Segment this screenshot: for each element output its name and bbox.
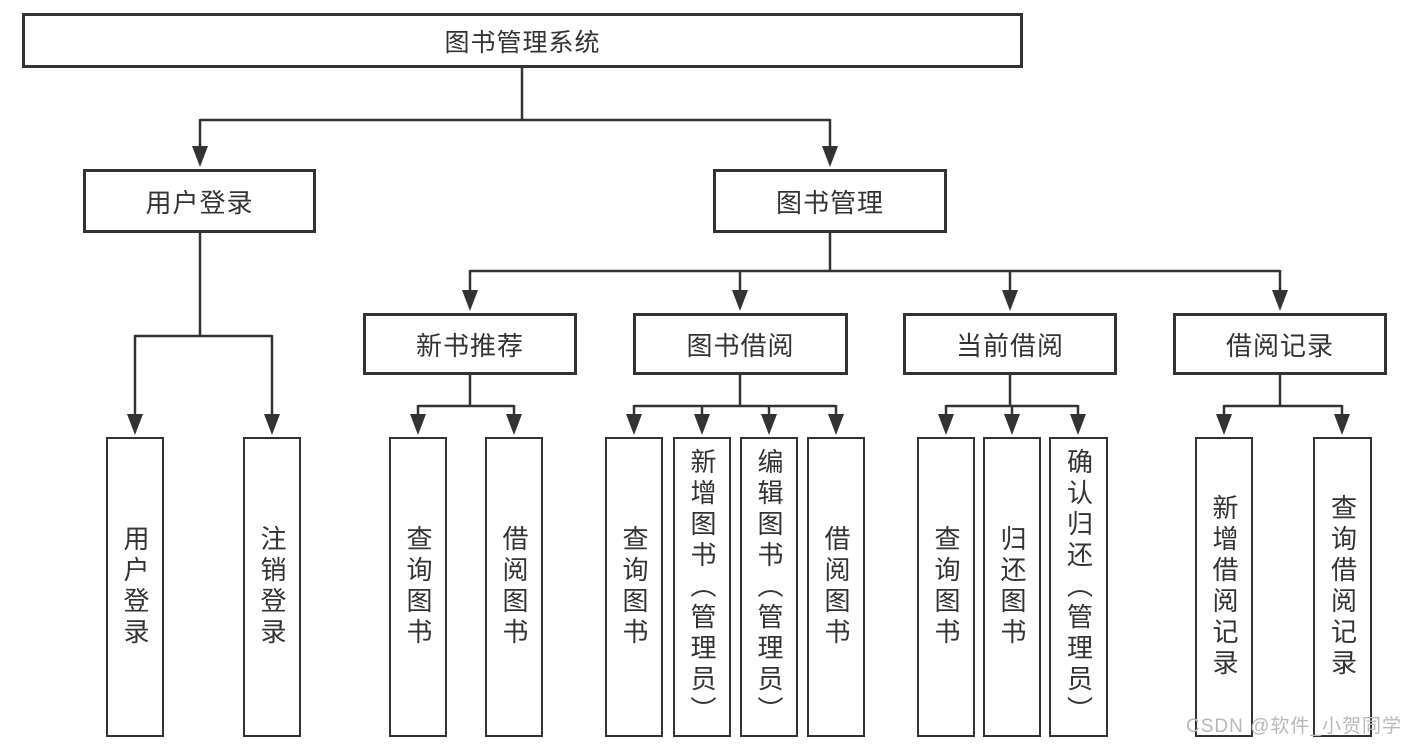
leaf-query-book-3: 查询图书 <box>917 437 975 737</box>
arrowhead-icon <box>938 414 954 435</box>
leaf-query-book-1-label: 查询图书 <box>403 525 433 649</box>
leaf-confirm-return-label: 确认归还（管理员） <box>1063 447 1094 727</box>
arrowhead-icon <box>264 414 280 435</box>
node-book-borrow: 图书借阅 <box>633 313 848 375</box>
leaf-query-book-2-label: 查询图书 <box>619 525 649 649</box>
arrowhead-icon <box>1216 414 1232 435</box>
arrowhead-icon <box>127 414 143 435</box>
leaf-query-book-1: 查询图书 <box>389 437 447 737</box>
node-root: 图书管理系统 <box>22 13 1023 68</box>
leaf-logout-label: 注销登录 <box>257 525 287 649</box>
connector-book-mgmt-children <box>462 233 1288 311</box>
node-book-mgmt-label: 图书管理 <box>775 187 884 218</box>
leaf-user-login: 用户登录 <box>106 437 164 737</box>
arrowhead-icon <box>761 414 777 435</box>
arrowhead-icon <box>1070 414 1086 435</box>
leaf-query-book-3-label: 查询图书 <box>931 525 961 649</box>
leaf-add-borrow-record: 新增借阅记录 <box>1195 437 1253 737</box>
arrowhead-icon <box>694 414 710 435</box>
arrowhead-icon <box>192 146 208 167</box>
connector-current-borrow-children <box>938 375 1086 435</box>
leaf-add-book: 新增图书（管理员） <box>673 437 731 737</box>
node-user-login-label: 用户登录 <box>145 187 254 218</box>
arrowhead-icon <box>462 290 478 311</box>
leaf-borrow-book-1-label: 借阅图书 <box>499 525 529 649</box>
node-new-book-rec: 新书推荐 <box>363 313 577 375</box>
arrowhead-icon <box>1004 414 1020 435</box>
node-book-borrow-label: 图书借阅 <box>686 330 795 361</box>
arrowhead-icon <box>822 146 838 167</box>
leaf-query-borrow-record: 查询借阅记录 <box>1313 437 1372 737</box>
node-new-book-rec-label: 新书推荐 <box>415 330 524 361</box>
node-current-borrow: 当前借阅 <box>903 313 1117 375</box>
arrowhead-icon <box>828 414 844 435</box>
leaf-borrow-book-1: 借阅图书 <box>485 437 543 737</box>
leaf-borrow-book-2-label: 借阅图书 <box>821 525 851 649</box>
leaf-query-book-2: 查询图书 <box>605 437 663 737</box>
leaf-borrow-book-2: 借阅图书 <box>807 437 865 737</box>
node-borrow-records: 借阅记录 <box>1173 313 1387 375</box>
leaf-return-book-label: 归还图书 <box>997 525 1027 649</box>
connector-borrow-records-children <box>1216 375 1350 435</box>
leaf-confirm-return: 确认归还（管理员） <box>1049 437 1108 737</box>
leaf-user-login-label: 用户登录 <box>120 525 150 649</box>
arrowhead-icon <box>410 414 426 435</box>
leaf-add-borrow-record-label: 新增借阅记录 <box>1209 494 1239 680</box>
watermark: CSDN @软件_小贺同学 <box>1186 716 1402 737</box>
arrowhead-icon <box>1334 414 1350 435</box>
leaf-query-borrow-record-label: 查询借阅记录 <box>1327 494 1358 680</box>
leaf-edit-book: 编辑图书（管理员） <box>740 437 798 737</box>
connector-book-borrow-children <box>626 375 844 435</box>
arrowhead-icon <box>1272 290 1288 311</box>
node-book-mgmt: 图书管理 <box>713 169 947 233</box>
arrowhead-icon <box>732 290 748 311</box>
node-root-label: 图书管理系统 <box>444 28 601 57</box>
leaf-logout: 注销登录 <box>243 437 301 737</box>
connector-root-to-level2 <box>192 68 838 167</box>
leaf-return-book: 归还图书 <box>983 437 1041 737</box>
node-borrow-records-label: 借阅记录 <box>1225 330 1334 361</box>
leaf-add-book-label: 新增图书（管理员） <box>687 447 717 727</box>
connector-new-book-rec-children <box>410 375 522 435</box>
node-user-login: 用户登录 <box>83 169 316 233</box>
arrowhead-icon <box>626 414 642 435</box>
arrowhead-icon <box>506 414 522 435</box>
arrowhead-icon <box>1002 290 1018 311</box>
connector-user-login-children <box>127 233 280 435</box>
leaf-edit-book-label: 编辑图书（管理员） <box>754 447 784 727</box>
node-current-borrow-label: 当前借阅 <box>955 330 1064 361</box>
